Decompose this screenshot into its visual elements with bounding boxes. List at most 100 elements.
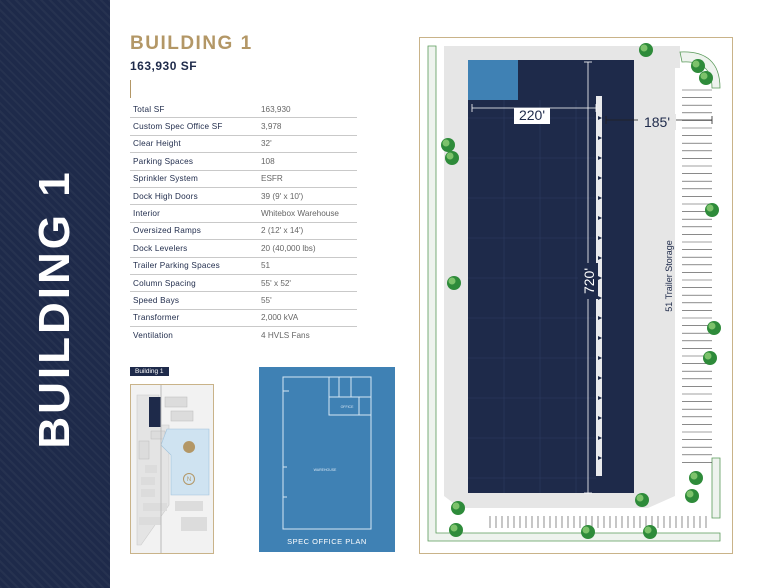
sidebar-band: BUILDING 1 — [0, 0, 110, 588]
tree-icon — [705, 203, 719, 217]
spec-label: Custom Spec Office SF — [130, 117, 258, 136]
tree-icon — [441, 138, 455, 152]
tree-icon — [691, 59, 705, 73]
spec-label: Dock High Doors — [130, 187, 258, 206]
dock-door-marker — [598, 356, 602, 360]
accent-divider — [130, 80, 131, 98]
spec-value: 163,930 — [258, 101, 357, 119]
dock-door-marker — [598, 256, 602, 260]
spec-value: 2 (12' x 14') — [258, 222, 357, 241]
dock-door-marker — [598, 276, 602, 280]
tree-icon — [581, 525, 595, 539]
office-room-label: OFFICE — [341, 405, 354, 409]
spec-value: 32' — [258, 135, 357, 154]
tree-icon — [449, 523, 463, 537]
tree-icon — [635, 493, 649, 507]
key-map-drawing: N — [131, 385, 213, 553]
dock-door-marker — [598, 156, 602, 160]
dock-door-marker — [598, 136, 602, 140]
office-area — [468, 60, 518, 100]
north-marker: N — [187, 477, 191, 483]
spec-label: Transformer — [130, 309, 258, 328]
width-dimension: 220' — [519, 107, 545, 123]
tree-icon — [707, 321, 721, 335]
dock-door-marker — [598, 176, 602, 180]
tree-icon — [447, 276, 461, 290]
tree-icon — [451, 501, 465, 515]
spec-value: 55' — [258, 291, 357, 310]
spec-value: 39 (9' x 10') — [258, 187, 357, 206]
dock-door-marker — [598, 196, 602, 200]
spec-label: Speed Bays — [130, 291, 258, 310]
dock-door-marker — [598, 336, 602, 340]
spec-label: Ventilation — [133, 330, 173, 340]
trailer-storage-label: 51 Trailer Storage — [664, 240, 674, 312]
square-feet-subtitle: 163,930 SF — [130, 59, 198, 73]
spec-label: Dock Levelers — [130, 239, 258, 258]
key-map-building-1 — [149, 397, 161, 427]
spec-label: Parking Spaces — [130, 152, 258, 171]
spec-label: Clear Height — [130, 135, 258, 154]
dock-door-marker — [598, 436, 602, 440]
spec-value: Whitebox Warehouse — [258, 204, 357, 223]
dock-door-marker — [598, 236, 602, 240]
spec-value: ESFR — [258, 170, 357, 188]
site-plan: 220' 185' 720' 51 Trailer Storage — [419, 37, 733, 554]
tree-icon — [639, 43, 653, 57]
spec-value: 4 HVLS Fans — [261, 330, 310, 340]
dock-door-marker — [598, 396, 602, 400]
building-footprint — [468, 60, 634, 493]
spec-label: Sprinkler System — [130, 170, 258, 188]
vertical-title: BUILDING 1 — [30, 169, 79, 449]
site-plan-drawing: 220' 185' 720' 51 Trailer Storage — [420, 38, 732, 553]
dock-door-marker — [598, 456, 602, 460]
tree-icon — [643, 525, 657, 539]
spec-label: Interior — [130, 204, 258, 223]
tree-icon — [699, 71, 713, 85]
page-title: BUILDING 1 — [130, 33, 253, 54]
length-dimension: 720' — [581, 268, 597, 294]
dock-door-marker — [598, 116, 602, 120]
spec-value: 2,000 kVA — [258, 309, 357, 328]
office-plan-drawing: OFFICE WAREHOUSE — [282, 376, 372, 530]
spec-label: Oversized Ramps — [130, 222, 258, 241]
spec-office-plan: OFFICE WAREHOUSE SPEC OFFICE PLAN — [259, 367, 395, 552]
dock-door-marker — [598, 416, 602, 420]
spec-row: Ventilation 4 HVLS Fans — [130, 327, 357, 344]
dock-door-marker — [598, 476, 602, 480]
tree-icon — [445, 151, 459, 165]
spec-label: Total SF — [130, 101, 258, 119]
tree-icon — [689, 471, 703, 485]
warehouse-area-label: WAREHOUSE — [314, 468, 337, 472]
dock-door-marker — [598, 296, 602, 300]
dock-door-marker — [598, 316, 602, 320]
key-map: N — [130, 384, 214, 554]
spec-value: 108 — [258, 152, 357, 171]
office-plan-caption: SPEC OFFICE PLAN — [287, 537, 367, 546]
spec-value: 3,978 — [258, 117, 357, 136]
spec-label: Column Spacing — [130, 274, 258, 293]
dock-door-marker — [598, 376, 602, 380]
tree-icon — [703, 351, 717, 365]
dock-door-marker — [598, 216, 602, 220]
spec-value: 55' x 52' — [258, 274, 357, 293]
truck-court-dimension: 185' — [644, 114, 670, 130]
key-map-label: Building 1 — [130, 367, 169, 376]
spec-label: Trailer Parking Spaces — [130, 257, 258, 275]
tree-icon — [685, 489, 699, 503]
spec-value: 20 (40,000 lbs) — [258, 239, 357, 258]
